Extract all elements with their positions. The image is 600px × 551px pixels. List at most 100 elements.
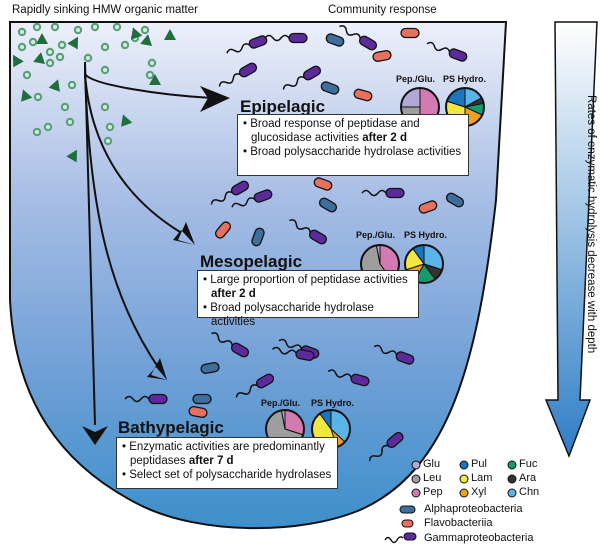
- pie-label-pep-glu: Pep./Glu.: [261, 398, 301, 408]
- particle-triangle: [66, 149, 77, 163]
- bacterium-flavobacteriia: [400, 27, 420, 39]
- legend-label-pep: Pep: [423, 486, 443, 498]
- arrow-heads: [82, 86, 230, 445]
- depth-arrow-label: Rates of enzymatic hydrolysis decrease w…: [585, 95, 597, 354]
- bacterium-alphaproteobacteria: [192, 393, 212, 405]
- bullet: • Large proportion of peptidase activiti…: [203, 274, 408, 300]
- zone-title-mesopelagic: Mesopelagic: [200, 252, 303, 271]
- particle-dot-core: [25, 73, 29, 77]
- zone-box-bathypelagic: • Enzymatic activities are predominantly…: [116, 437, 338, 489]
- legend-label-leu: Leu: [423, 472, 442, 484]
- bacterium-gammaproteobacteria: [231, 189, 273, 208]
- bacterium-gammaproteobacteria: [339, 25, 378, 51]
- particle-dot-core: [46, 125, 50, 129]
- particle-dot-core: [108, 125, 112, 129]
- pie-outline: [404, 244, 444, 284]
- bacterium-alphaproteobacteria: [251, 227, 265, 247]
- particle-dot-core: [93, 25, 97, 29]
- legend-swatch-ara: [507, 474, 517, 484]
- pie-ps-hydro-epipelagic: [445, 87, 485, 127]
- legend-swatch-fuc: [507, 460, 517, 470]
- particle-triangle: [13, 54, 24, 68]
- particle-triangle: [121, 114, 133, 127]
- legend-tail: [384, 536, 404, 544]
- pie-label-pep-glu: Pep./Glu.: [356, 230, 396, 240]
- legend-swatch-pul: [459, 460, 469, 470]
- particle-dot-core: [53, 25, 57, 29]
- legend-label-ara: Ara: [519, 472, 537, 484]
- particle-triangle: [140, 34, 153, 46]
- particle-dot-core: [20, 30, 24, 34]
- particle-dot-core: [35, 130, 39, 134]
- particle-dot-core: [70, 83, 74, 87]
- particle-dot-core: [115, 25, 119, 29]
- legend-label-chn: Chn: [519, 486, 540, 498]
- header-organic-matter: Rapidly sinking HMW organic matter: [12, 4, 198, 16]
- zone-box-mesopelagic: • Large proportion of peptidase activiti…: [197, 270, 419, 328]
- bacterium-gammaproteobacteria: [124, 393, 168, 405]
- particle-triangle: [36, 33, 48, 44]
- particle-dot-core: [103, 105, 107, 109]
- particle-dot-core: [143, 28, 147, 32]
- bacterium-gammaproteobacteria: [264, 32, 308, 44]
- bacterium-gammaproteobacteria: [426, 41, 468, 62]
- particle-dot-core: [58, 55, 62, 59]
- bacterium-flavobacteriia: [214, 221, 232, 239]
- particle-dot-core: [68, 120, 72, 124]
- bacterium-gammaproteobacteria: [211, 332, 250, 358]
- particle-dot-core: [48, 61, 52, 65]
- legend-label-pul: Pul: [471, 458, 487, 470]
- bullet: • Broad polysaccharide hydrolase activit…: [243, 146, 462, 158]
- bacterium-flavobacteriia: [372, 50, 392, 62]
- legend-label-fuc: Fuc: [519, 458, 538, 470]
- legend-swatches: [384, 460, 517, 544]
- legend-swatch-lam: [459, 474, 469, 484]
- particle-dot-core: [63, 105, 67, 109]
- bacterium-gammaproteobacteria: [289, 219, 328, 245]
- zone-title-epipelagic: Epipelagic: [240, 97, 326, 116]
- legend-alphaproteobacteria: Alphaproteobacteria: [424, 503, 523, 515]
- bacterium-flavobacteriia: [353, 88, 373, 102]
- pie-label-ps-hydro: PS Hydro.: [443, 74, 487, 84]
- particle-dot-core: [148, 73, 152, 77]
- particle-dot-core: [31, 40, 35, 44]
- bacterium-gammaproteobacteria: [235, 373, 275, 398]
- bacterium-gammaproteobacteria: [373, 344, 415, 365]
- bacterium-gammaproteobacteria: [282, 65, 322, 90]
- particle-triangle: [131, 27, 143, 40]
- legend-swatch-xyl: [459, 488, 469, 498]
- legend-flavobacteriia: Flavobacteriia: [424, 517, 493, 529]
- particle-triangle: [164, 29, 176, 40]
- pie-label-ps-hydro: PS Hydro.: [311, 398, 355, 408]
- legend-label-xyl: Xyl: [471, 486, 487, 498]
- bacterium-gammaproteobacteria: [327, 369, 370, 387]
- zone-box-epipelagic: • Broad response of peptidase and glucos…: [237, 114, 469, 176]
- bacterium-flavobacteriia: [313, 177, 333, 191]
- particle-triangle: [149, 74, 161, 85]
- bullet: • Broad response of peptidase and glucos…: [243, 118, 420, 144]
- bacterium-alphaproteobacteria: [318, 197, 338, 213]
- bacterium-alphaproteobacteria: [325, 33, 345, 47]
- bacteria-community: [124, 25, 468, 462]
- sinking-arrows: [84, 61, 213, 426]
- legend-swatch-chn: [507, 488, 517, 498]
- arrowhead-mesopelagic: [173, 222, 195, 245]
- particle-dot-core: [103, 68, 107, 72]
- pie-label-ps-hydro: PS Hydro.: [404, 230, 448, 240]
- particle-triangle: [33, 52, 46, 64]
- particle-dot-core: [86, 56, 90, 60]
- organic-matter-particles: [13, 22, 176, 163]
- bacterium-gammaproteobacteria: [226, 35, 268, 54]
- particle-triangle: [67, 36, 78, 50]
- particle-dot-core: [35, 25, 39, 29]
- legend-swatch-leu: [411, 474, 421, 484]
- particle-triangle: [21, 89, 33, 102]
- legend-swatch-gammaproteobacteria: [403, 532, 417, 541]
- particle-dot-core: [48, 50, 52, 54]
- particle-dot-core: [60, 43, 64, 47]
- bacterium-gammaproteobacteria: [368, 431, 404, 462]
- bullet: • Enzymatic activities are predominantly…: [122, 441, 325, 467]
- arrowhead-bottom: [82, 426, 108, 445]
- particle-dot-core: [106, 139, 110, 143]
- bacterium-alphaproteobacteria: [320, 81, 340, 95]
